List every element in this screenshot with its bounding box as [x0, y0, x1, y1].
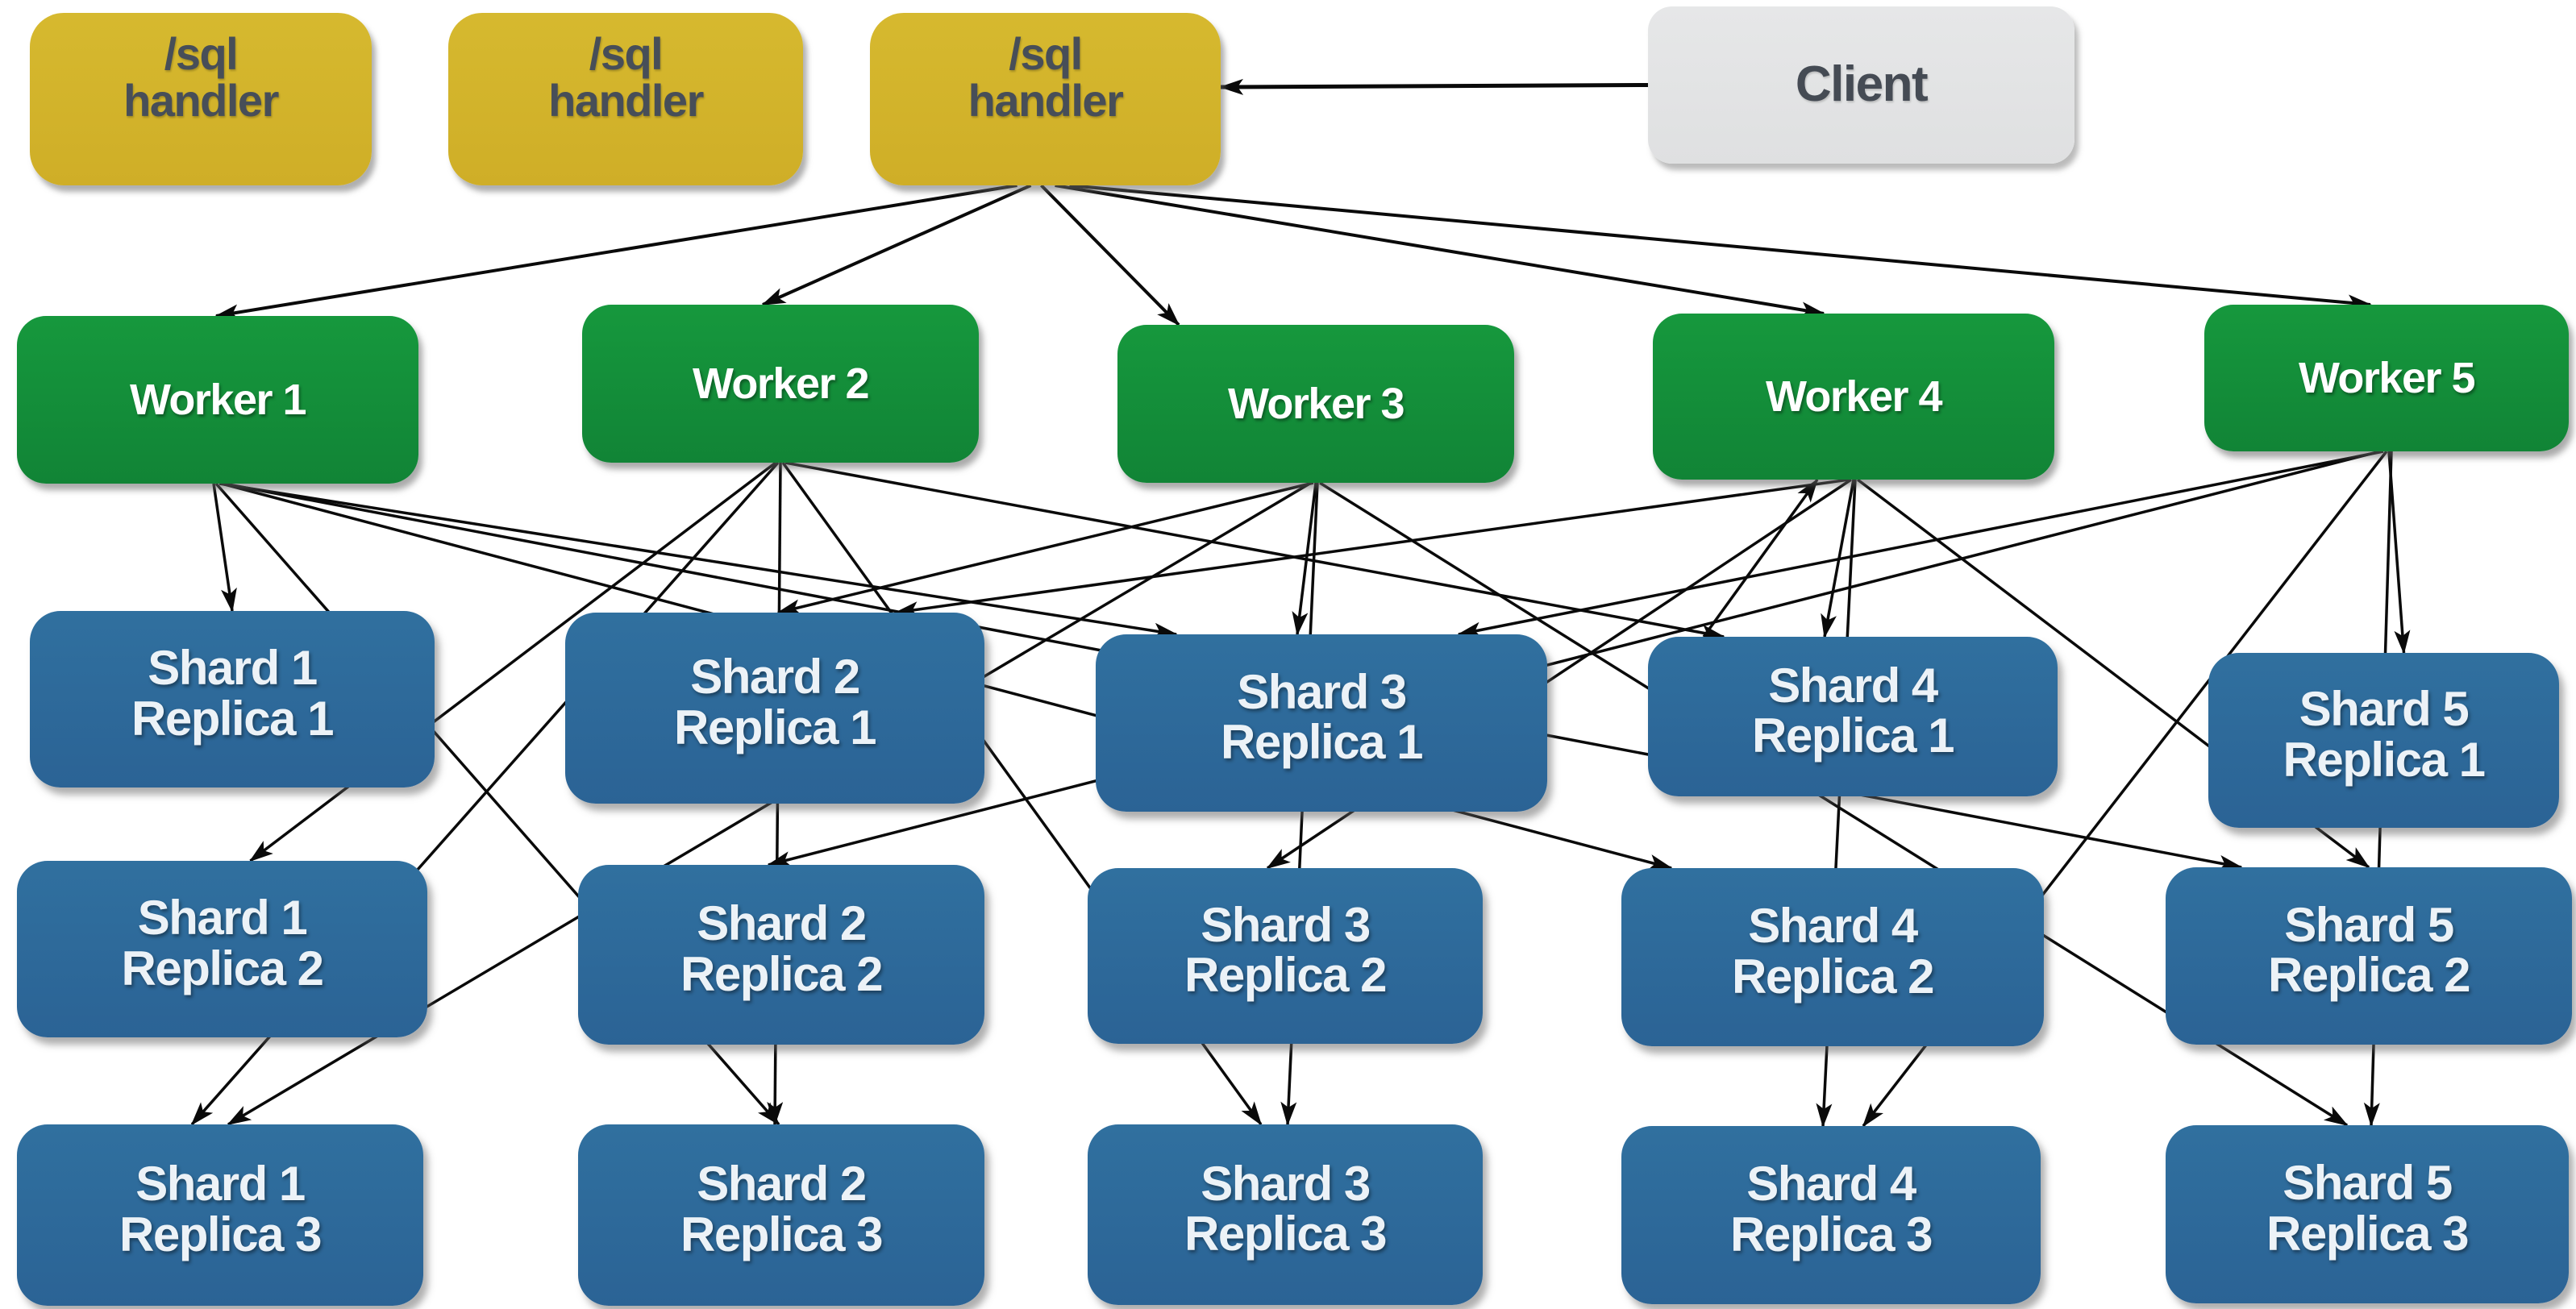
node-s1r3-label-line-2: Replica 3: [119, 1207, 322, 1261]
node-s3r1-label-line-2: Replica 1: [1221, 715, 1423, 769]
node-s5r3-label-line-2: Replica 3: [2266, 1206, 2469, 1261]
node-s2r3-label-line-2: Replica 3: [680, 1207, 883, 1261]
node-s2r2-label-line-2: Replica 2: [680, 946, 883, 1001]
node-s5r1-label-line-2: Replica 1: [2283, 732, 2486, 787]
node-w4-label-line-1: Worker 4: [1765, 372, 1943, 421]
edge-client-to-h3: [1219, 78, 1649, 95]
node-client-label-line-1: Client: [1795, 56, 1929, 113]
node-w2: Worker 2: [582, 305, 979, 463]
edge-w3-to-s2r1: [776, 481, 1314, 616]
edge-w4-to-s2r1: [894, 478, 1850, 618]
edge-w4-to-s4r1: [1821, 479, 1855, 638]
node-s1r1-label-line-1: Shard 1: [148, 641, 318, 696]
edge-h3-to-w2: [761, 184, 1032, 306]
node-s3r3-label-line-2: Replica 3: [1184, 1207, 1387, 1261]
node-w1: Worker 1: [17, 316, 418, 484]
node-s3r1-label-line-1: Shard 3: [1237, 664, 1407, 719]
node-h1-label-line-1: /sql: [164, 28, 239, 79]
node-s2r1-label-line-2: Replica 1: [674, 700, 876, 754]
node-h2-label-line-2: handler: [548, 75, 704, 127]
node-w2-label-line-1: Worker 2: [692, 359, 870, 408]
node-s4r2-label-line-2: Replica 2: [1732, 949, 1934, 1004]
node-h3-label-line-1: /sql: [1009, 28, 1083, 79]
edge-s4r1-to-w4: [1702, 478, 1819, 638]
node-s5r2-label-line-1: Shard 5: [2284, 897, 2454, 952]
edge-w3-to-s3r1: [1292, 482, 1317, 636]
node-s5r3-label-line-1: Shard 5: [2283, 1156, 2453, 1211]
node-s2r1-label-line-1: Shard 2: [690, 650, 860, 704]
node-w4: Worker 4: [1653, 314, 2054, 480]
node-w5: Worker 5: [2204, 305, 2569, 451]
node-w3: Worker 3: [1117, 325, 1514, 483]
node-w1-label-line-1: Worker 1: [129, 375, 307, 424]
node-s3r2-label-line-2: Replica 2: [1184, 948, 1387, 1002]
node-s4r3-label-line-2: Replica 3: [1730, 1207, 1933, 1261]
node-s2r2-label-line-1: Shard 2: [697, 896, 867, 951]
node-w5-label-line-1: Worker 5: [2298, 353, 2476, 402]
node-s4r3-label-line-1: Shard 4: [1746, 1157, 1916, 1211]
edge-h3-to-w5: [1069, 184, 2372, 311]
node-s4r1-label-line-2: Replica 1: [1752, 709, 1954, 763]
edge-w5-to-s2r2: [767, 450, 2381, 867]
node-w3-label-line-1: Worker 3: [1227, 379, 1405, 428]
node-s1r2-label-line-1: Shard 1: [137, 891, 308, 945]
edge-h3-to-w4: [1055, 184, 1825, 318]
node-s3r3-label-line-1: Shard 3: [1201, 1156, 1371, 1211]
node-s2r3-label-line-1: Shard 2: [697, 1157, 867, 1211]
node-s1r2-label-line-2: Replica 2: [121, 941, 324, 995]
node-h1-label-line-2: handler: [123, 75, 279, 127]
edge-w1-to-s1r1: [212, 483, 237, 613]
node-s5r2-label-line-2: Replica 2: [2268, 948, 2470, 1002]
node-s4r1-label-line-1: Shard 4: [1768, 658, 1938, 713]
node-s1r1-label-line-2: Replica 1: [131, 691, 334, 746]
node-s5r1-label-line-1: Shard 5: [2299, 682, 2470, 737]
node-client: Client: [1648, 6, 2075, 164]
node-s1r3-label-line-1: Shard 1: [135, 1157, 306, 1211]
edge-h3-to-w3: [1040, 184, 1180, 326]
edge-w5-to-s5r1: [2387, 451, 2411, 654]
node-h2-label-line-1: /sql: [589, 28, 664, 79]
node-s4r2-label-line-1: Shard 4: [1748, 899, 1918, 954]
edge-w2-to-s4r1: [784, 461, 1725, 641]
edge-h3-to-w1: [214, 184, 1017, 321]
node-h3-label-line-2: handler: [968, 75, 1124, 127]
node-s3r2-label-line-1: Shard 3: [1201, 897, 1371, 952]
